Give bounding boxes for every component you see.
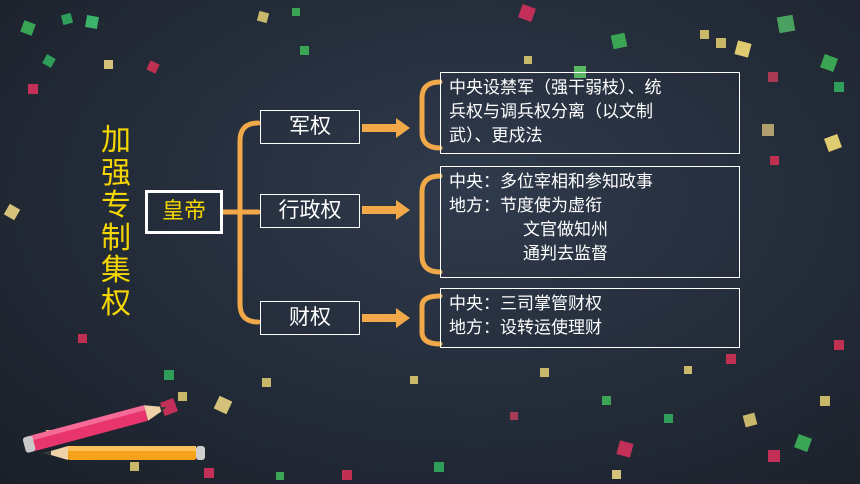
title-char: 专 — [101, 188, 131, 223]
title-char: 加 — [101, 123, 131, 158]
title-char: 强 — [101, 155, 131, 191]
detail-line: 地方：设转运使理财 — [449, 318, 602, 338]
detail-line: 文官做知州 — [523, 220, 608, 240]
branch-military-power: 军权 — [260, 110, 360, 144]
root-bracket — [237, 120, 261, 325]
arrow-2 — [362, 200, 410, 220]
vertical-title: 加 强 专 制 集 权 — [96, 123, 136, 321]
arrow-3 — [362, 308, 410, 328]
branch-financial-power: 财权 — [260, 301, 360, 335]
detail-line: 武）、更戍法 — [449, 126, 543, 146]
title-char: 制 — [101, 220, 131, 256]
detail-line: 通判去监督 — [523, 244, 608, 264]
detail-line: 地方：节度使为虚衔 — [449, 196, 602, 216]
detail-bracket-1 — [419, 79, 443, 151]
orange-pencil — [44, 446, 205, 460]
detail-line: 中央：多位宰相和参知政事 — [449, 172, 653, 192]
branch-administrative-power: 行政权 — [260, 194, 360, 228]
detail-line: 中央：三司掌管财权 — [449, 294, 602, 314]
detail-bracket-3 — [419, 293, 443, 347]
detail-box-administrative: 中央：多位宰相和参知政事 地方：节度使为虚衔 文官做知州 通判去监督 — [440, 166, 740, 278]
root-node-emperor: 皇帝 — [145, 190, 223, 234]
detail-bracket-2 — [419, 173, 443, 275]
detail-box-financial: 中央：三司掌管财权 地方：设转运使理财 — [440, 288, 740, 348]
title-char: 权 — [101, 285, 131, 321]
arrow-1 — [362, 118, 410, 138]
detail-line: 中央设禁军（强干弱枝）、统 — [449, 78, 662, 98]
title-char: 集 — [101, 253, 131, 288]
pink-pencil — [22, 405, 168, 453]
detail-box-military: 中央设禁军（强干弱枝）、统 兵权与调兵权分离（以文制 武）、更戍法 — [440, 72, 740, 154]
detail-line: 兵权与调兵权分离（以文制 — [449, 102, 653, 122]
